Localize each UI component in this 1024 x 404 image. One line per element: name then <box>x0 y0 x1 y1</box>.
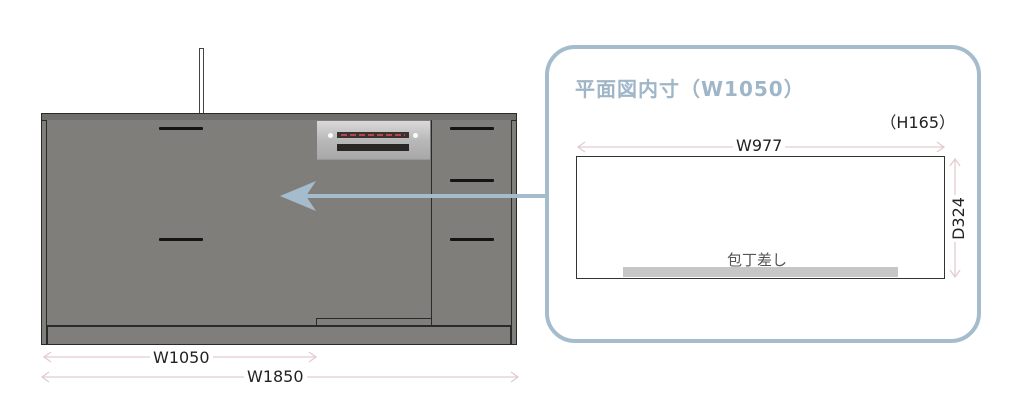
dishwasher[interactable] <box>316 120 432 319</box>
right-middle-drawer[interactable] <box>431 170 511 229</box>
pointer-arrow-icon <box>280 181 548 211</box>
plan-rectangle: 包丁差し <box>576 156 945 279</box>
cabinet-left-edge <box>46 120 48 345</box>
drawer-handle[interactable] <box>450 238 494 241</box>
width-label: W977 <box>733 137 786 155</box>
control-display-indicators <box>341 134 405 136</box>
sink-upper-drawer[interactable] <box>47 120 317 230</box>
drawer-handle[interactable] <box>450 179 494 182</box>
callout-title: 平面図内寸（W1050） <box>575 77 805 101</box>
start-button-icon[interactable] <box>413 133 418 138</box>
control-strip <box>337 144 409 151</box>
right-bottom-drawer[interactable] <box>431 228 511 326</box>
knife-holder <box>623 267 898 277</box>
drawer-handle[interactable] <box>450 127 494 130</box>
dishwasher-control-panel[interactable] <box>317 121 430 160</box>
power-button-icon[interactable] <box>328 133 333 138</box>
plan-callout: 平面図内寸（W1050） （H165） W977 包丁差し D324 <box>545 45 981 343</box>
sink-width-label: W1050 <box>150 349 213 367</box>
right-top-drawer[interactable] <box>431 120 511 171</box>
total-width-label: W1850 <box>244 368 307 386</box>
drawer-handle[interactable] <box>159 127 203 130</box>
sink-lower-drawer[interactable] <box>47 229 317 326</box>
knife-holder-label: 包丁差し <box>727 251 788 269</box>
height-label: （H165） <box>880 113 955 132</box>
faucet <box>199 48 204 114</box>
drawer-handle[interactable] <box>159 238 203 241</box>
plinth <box>47 325 511 327</box>
depth-label: D324 <box>948 195 968 242</box>
